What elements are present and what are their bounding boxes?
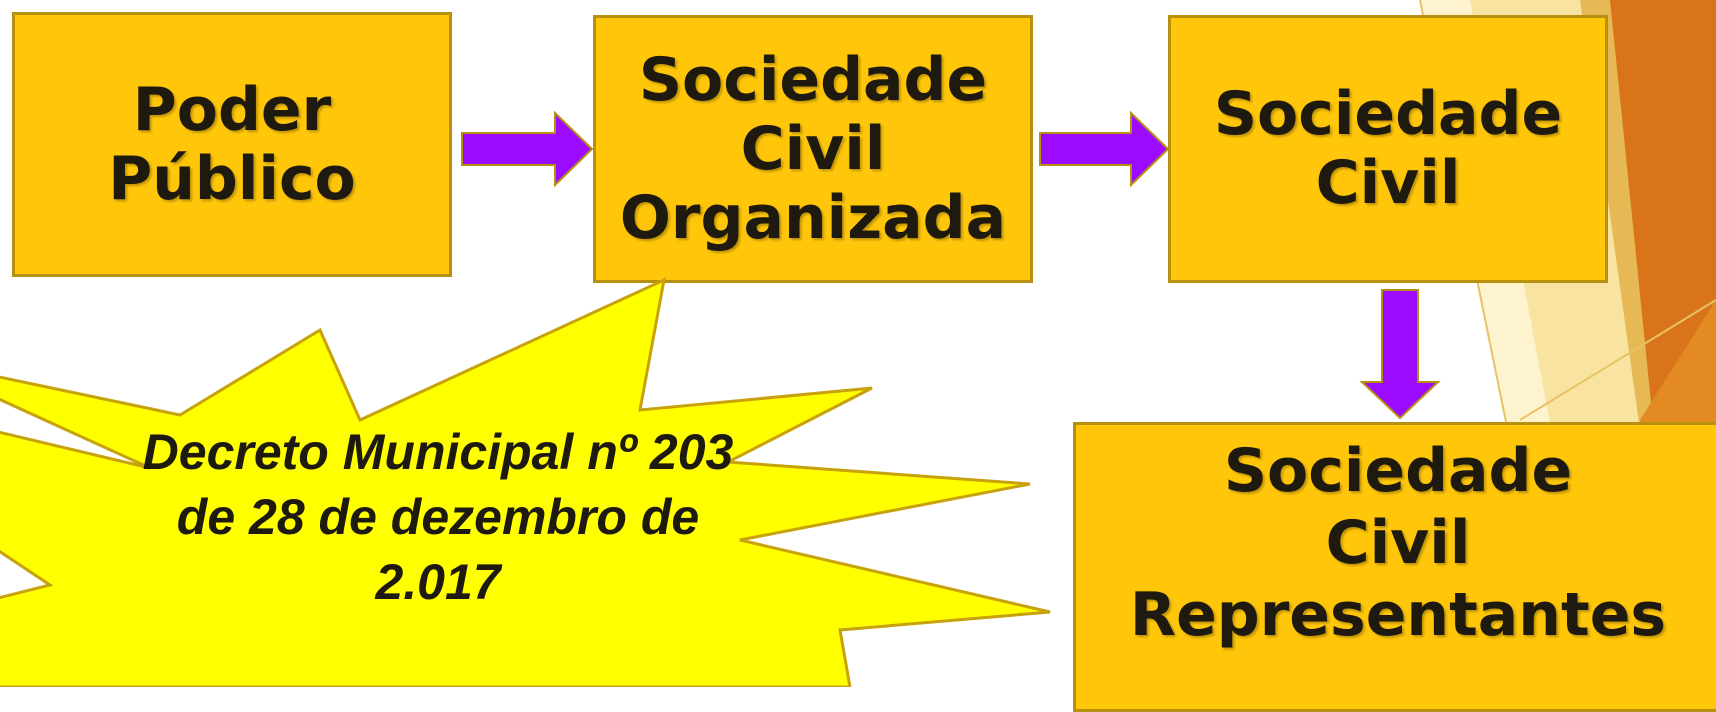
arrow-organizada-to-civil	[1039, 110, 1170, 188]
box-sociedade-civil: Sociedade Civil	[1168, 15, 1608, 283]
box-sociedade-civil-text: Sociedade Civil	[1213, 79, 1563, 218]
arrow-poder-to-organizada	[461, 110, 594, 188]
box-poder-publico: Poder Público	[12, 12, 452, 277]
burst-text: Decreto Municipal nº 203 de 28 de dezemb…	[142, 424, 734, 610]
burst-shape	[0, 277, 1051, 687]
burst-callout	[0, 277, 1051, 687]
box-sociedade-civil-organizada: Sociedade Civil Organizada	[593, 15, 1033, 283]
box-poder-publico-text: Poder Público	[108, 74, 356, 214]
box-sociedade-civil-organizada-text: Sociedade Civil Organizada	[619, 44, 1007, 253]
box-sociedade-civil-representantes: Sociedade Civil Representantes	[1073, 422, 1716, 712]
connector-arrows	[461, 110, 1441, 420]
arrow-civil-to-representantes	[1359, 289, 1441, 420]
box-sociedade-civil-representantes-text: Sociedade Civil Representantes	[1129, 436, 1667, 650]
